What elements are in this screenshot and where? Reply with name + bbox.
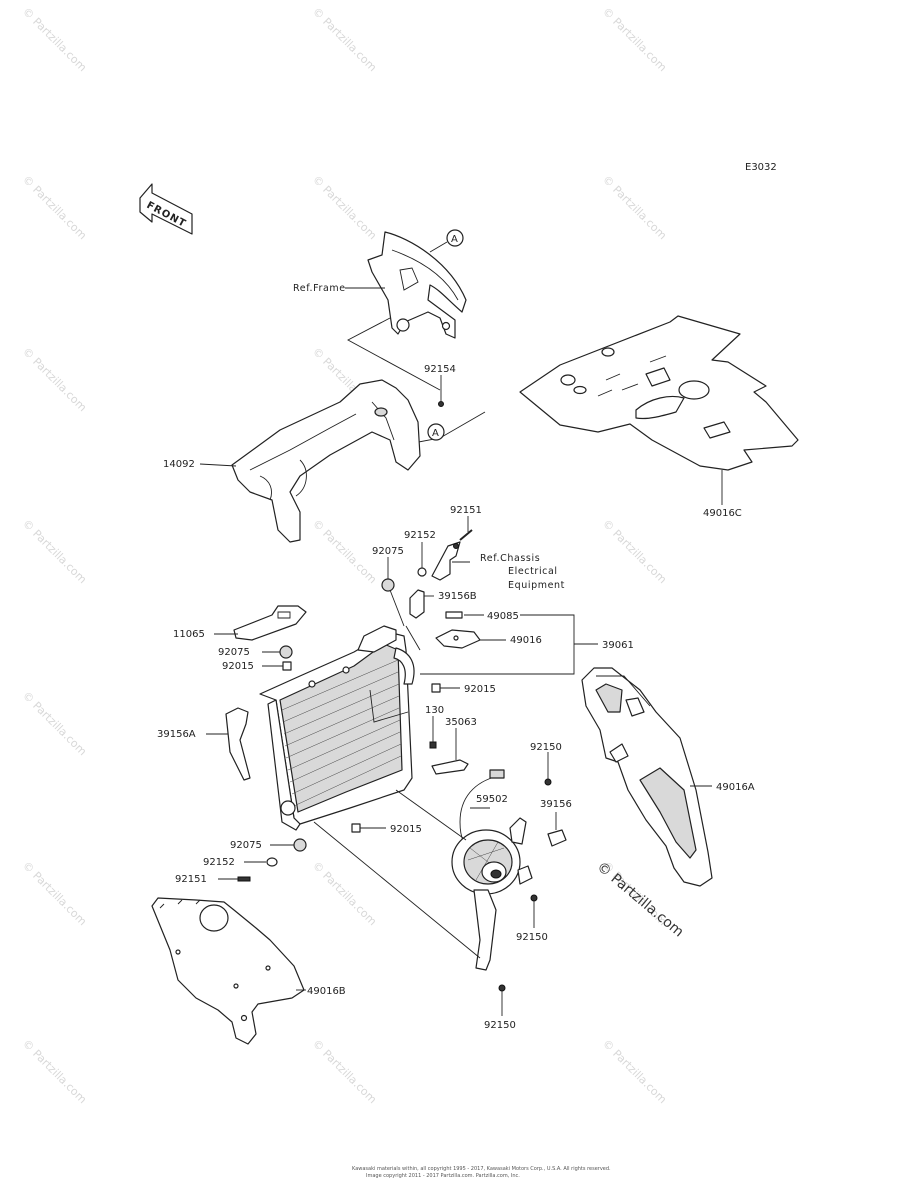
watermark: © Partzilla.com [600,517,669,586]
panel-49016B [151,897,305,1045]
guard-39156 [547,829,567,847]
part-number-label: 92075 [372,546,404,557]
part-number-label: 11065 [173,629,205,640]
panel-49016A [581,667,713,887]
watermark: © Partzilla.com [310,1037,379,1106]
washer-92152-top [417,567,427,577]
part-number-label: 14092 [163,459,195,470]
guard-39156B [409,589,425,619]
ref-chassis-label: Ref.Chassis [480,553,540,564]
part-number-label: 92015 [390,824,422,835]
watermark: © Partzilla.com [600,1037,669,1106]
part-number-label: 92150 [530,742,562,753]
watermark: © Partzilla.com [20,859,89,928]
part-number-label: 92075 [230,840,262,851]
watermark: © Partzilla.com [310,859,379,928]
fan-59502 [451,769,533,971]
part-number-label: 49016A [716,782,755,793]
part-number-label: 92152 [203,857,235,868]
front-arrow-icon: FRONT [139,183,193,235]
watermark: © Partzilla.com [600,173,669,242]
part-number-label: 92150 [484,1020,516,1031]
grommet-92075-top [381,578,395,592]
nut-92015-left [282,661,292,671]
frame-reference-part [367,231,467,339]
part-number-label: 49016 [510,635,542,646]
watermark: © Partzilla.com [20,5,89,74]
part-number-label: 39156B [438,591,477,602]
plate-49016 [435,629,481,649]
part-number-label: 49016B [307,986,346,997]
part-number-label: 39156 [540,799,572,810]
nut-92015-bottom [351,823,361,833]
footer-copyright: Kawasaki materials within, all copyright… [352,1166,611,1172]
tray-11065 [233,605,307,641]
part-number-label: 92015 [464,684,496,695]
watermark: © Partzilla.com [20,517,89,586]
bolt-92151-bottom [237,876,251,882]
watermark: © Partzilla.com [20,173,89,242]
guard-39156A [225,707,251,781]
grommet-92150-mid [530,894,538,902]
ref-frame-label: Ref.Frame [293,283,346,294]
bolt-130 [429,741,437,749]
callout-a-middle: A [427,423,445,441]
svg-text:A: A [451,234,458,245]
part-number-label: 130 [425,705,444,716]
part-number-label: 92151 [450,505,482,516]
watermark-layer: © Partzilla.com © Partzilla.com © Partzi… [20,5,669,1106]
grommet-92150-bottom [498,984,506,992]
part-number-label: 49016C [703,508,742,519]
watermark: © Partzilla.com [20,689,89,758]
ref-chassis-label: Electrical [508,566,558,577]
cover-14092 [231,379,421,543]
grommet-92150-top [544,778,552,786]
watermark: © Partzilla.com [310,173,379,242]
bolt-92151-top [459,529,473,541]
hose-35063 [431,759,469,775]
copyright-watermark: © Partzilla.com [593,859,686,941]
watermark: © Partzilla.com [310,517,379,586]
grommet-92075-mid [279,645,293,659]
callout-a-top: A [429,229,464,253]
part-number-label: 92015 [222,661,254,672]
part-number-label: 39061 [602,640,634,651]
svg-text:A: A [432,428,439,439]
part-number-label: 92075 [218,647,250,658]
diagram-code: E3032 [745,162,777,173]
part-number-label: 59502 [476,794,508,805]
part-number-label: 92152 [404,530,436,541]
part-number-label: 92151 [175,874,207,885]
bolt-92154 [438,401,444,407]
nut-92015-right [431,683,441,693]
ref-chassis-label: Equipment [508,580,565,591]
part-number-label: 92154 [424,364,456,375]
watermark: © Partzilla.com [20,1037,89,1106]
part-number-label: 92150 [516,932,548,943]
chassis-bracket [431,541,461,581]
watermark: © Partzilla.com [600,5,669,74]
part-number-label: 39156A [157,729,196,740]
washer-92152-bottom [266,857,278,867]
footer-copyright: Image copyright 2011 - 2017 Partzilla.co… [366,1173,520,1179]
clip-49085 [445,611,463,619]
radiator [259,625,415,831]
part-number-label: 35063 [445,717,477,728]
watermark: © Partzilla.com [20,345,89,414]
undertray-49016C [519,315,799,471]
grommet-92075-bottom [293,838,307,852]
watermark: © Partzilla.com [310,5,379,74]
part-number-label: 49085 [487,611,519,622]
